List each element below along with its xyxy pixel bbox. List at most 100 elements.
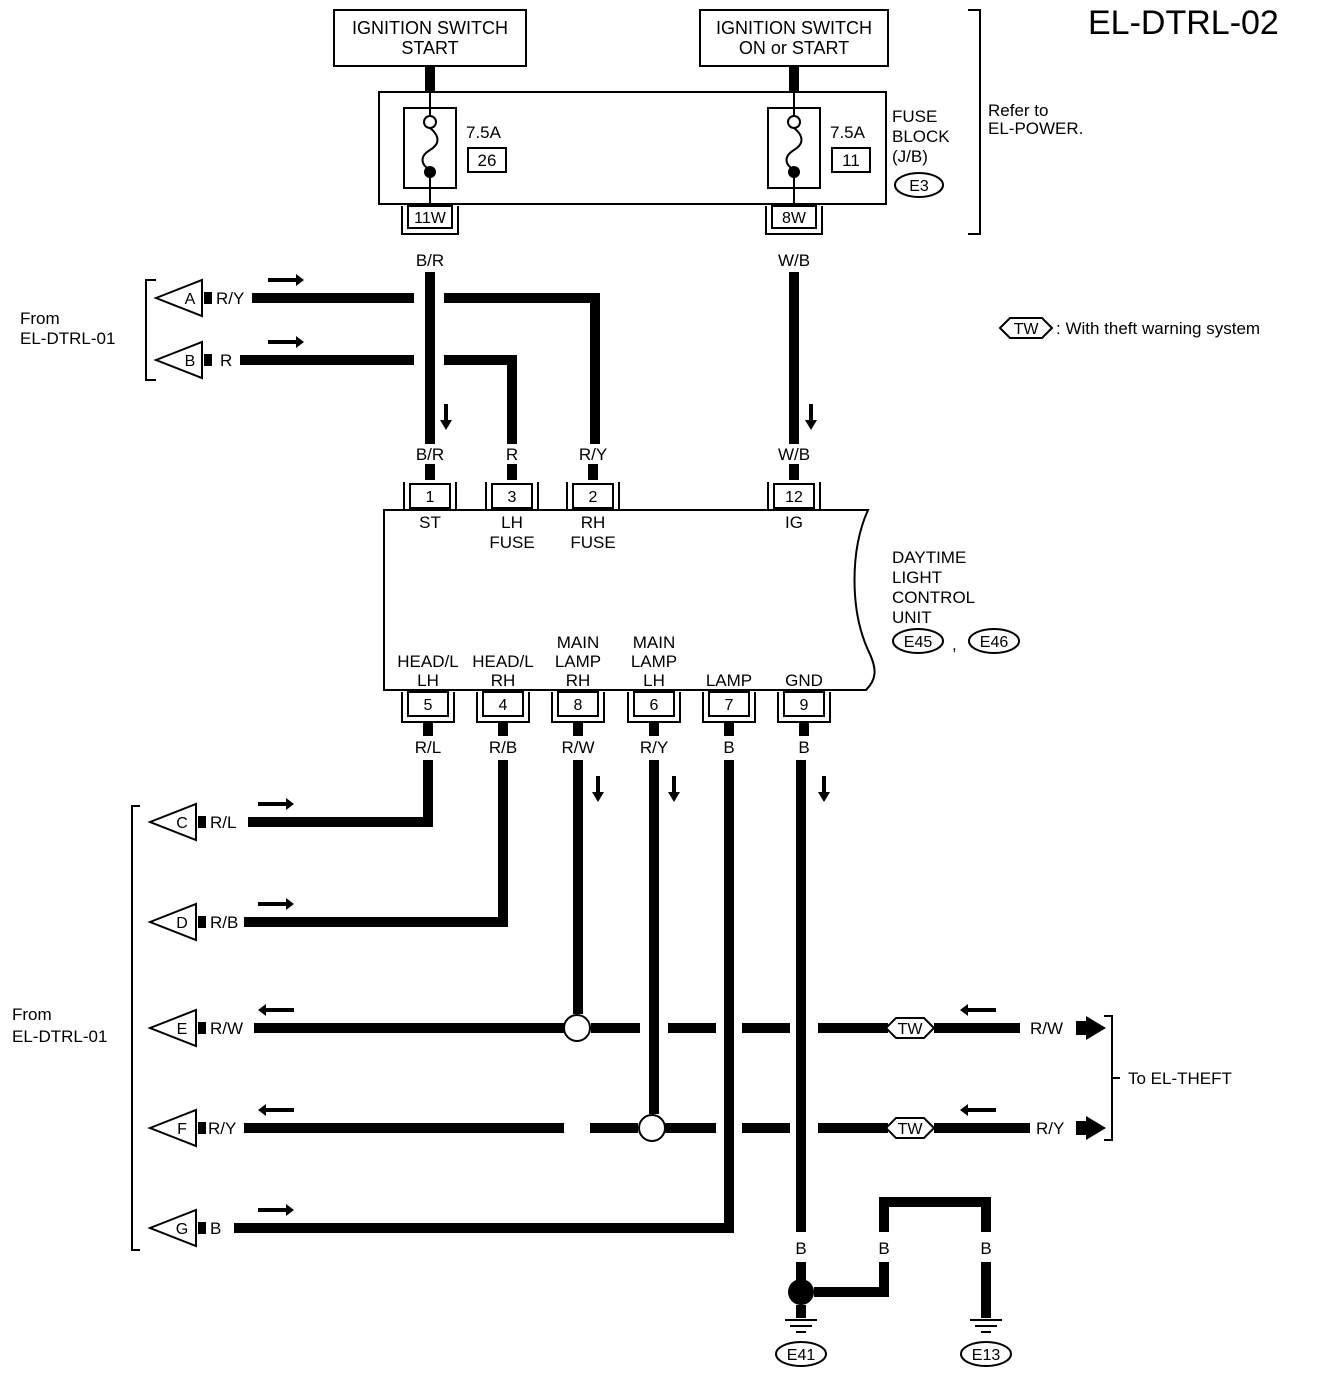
svg-text:MAIN: MAIN [557,633,600,652]
svg-text:FUSE: FUSE [489,533,534,552]
svg-text:FUSE: FUSE [892,107,937,126]
fuse-block-label: FUSE BLOCK (J/B) E3 [892,107,950,198]
connector-b: B R [153,336,304,380]
terminal-8w: 8W [765,205,823,235]
svg-text:R/Y: R/Y [1036,1119,1064,1138]
svg-text:R/W: R/W [1030,1019,1063,1038]
svg-text:8: 8 [574,697,583,714]
svg-text:E13: E13 [972,1347,1001,1364]
svg-text:EL-POWER.: EL-POWER. [988,119,1083,138]
daytime-light-control-unit [383,509,876,691]
connector-f: F R/Y [147,1104,294,1148]
svg-text:E45: E45 [904,634,933,651]
legend-tw: TW : With theft warning system [998,317,1260,339]
terminal-11w: 11W [401,205,459,235]
terminal-5-headl-lh: 5 [401,691,455,723]
connector-a: A R/Y [153,274,304,318]
svg-text:Refer to: Refer to [988,101,1048,120]
tw-badge-e: TW [884,1017,936,1039]
svg-text:R/Y: R/Y [216,289,244,308]
svg-text:B/R: B/R [416,251,444,270]
svg-text:R/L: R/L [415,738,441,757]
svg-text:From: From [20,309,60,328]
fuse-11: 7.5A 11 [767,92,871,204]
svg-text:LH: LH [643,671,665,690]
svg-text:8W: 8W [782,210,807,227]
svg-text:,: , [952,635,957,654]
svg-text:D: D [176,915,188,932]
terminal-8-main-lamp-rh: 8 [551,691,605,723]
svg-text:RH: RH [566,671,591,690]
svg-text:E46: E46 [980,634,1009,651]
svg-text:A: A [185,291,196,308]
svg-text:G: G [176,1221,188,1238]
svg-text:HEAD/L: HEAD/L [397,652,458,671]
connector-c: C R/L [147,798,294,842]
svg-text:R/Y: R/Y [640,738,668,757]
terminal-9-gnd: 9 [777,691,831,723]
svg-text:2: 2 [589,489,598,506]
svg-text:LIGHT: LIGHT [892,568,942,587]
svg-text:B: B [980,1239,991,1258]
svg-text:LH: LH [417,671,439,690]
svg-text:EL-DTRL-01: EL-DTRL-01 [20,329,115,348]
svg-text:DAYTIME: DAYTIME [892,548,966,567]
ground-splice [788,1279,814,1305]
splice-f [638,1114,666,1142]
svg-text:TW: TW [1014,321,1040,338]
svg-text:LH: LH [501,513,523,532]
svg-text:LAMP: LAMP [706,671,752,690]
connector-d: D R/B [147,898,294,942]
tw-badge-f: TW [884,1117,936,1139]
terminal-2-rh-fuse: 2 RH FUSE [566,482,620,552]
svg-text:IG: IG [785,513,803,532]
connector-e: E R/W [147,1004,294,1048]
svg-text:GND: GND [785,671,823,690]
svg-text:TW: TW [898,1021,924,1038]
svg-text:B: B [798,738,809,757]
svg-text:E: E [177,1021,188,1038]
svg-text:(J/B): (J/B) [892,147,928,166]
from-bracket-bottom: From EL-DTRL-01 [12,805,140,1251]
svg-text:7: 7 [725,697,734,714]
svg-text:UNIT: UNIT [892,608,932,627]
terminal-4-headl-rh: 4 [476,691,530,723]
fuse-26: 7.5A 26 [403,92,507,204]
svg-text:R/B: R/B [210,913,238,932]
from-bracket-top: From EL-DTRL-01 [20,279,156,381]
svg-text:12: 12 [785,489,803,506]
svg-text:26: 26 [478,151,497,170]
svg-text:B: B [723,738,734,757]
svg-text:1: 1 [426,489,435,506]
ignition-switch-on-start: IGNITION SWITCH ON or START [699,9,889,67]
svg-text:ST: ST [419,513,441,532]
svg-text:LAMP: LAMP [555,652,601,671]
svg-text:C: C [176,815,188,832]
svg-text:R/Y: R/Y [579,445,607,464]
to-theft-bracket: To EL-THEFT [1104,1015,1232,1141]
svg-text:TW: TW [898,1121,924,1138]
svg-text:R/Y: R/Y [208,1119,236,1138]
connector-g: G B [147,1204,294,1248]
ground-e41: E41 [775,1319,827,1367]
fuse-block: 7.5A 26 7.5A 11 [378,91,887,205]
svg-text:4: 4 [499,697,508,714]
svg-text:W/B: W/B [778,251,810,270]
svg-text:B: B [185,353,196,370]
ground-e13: E13 [960,1319,1012,1367]
terminal-3-lh-fuse: 3 LH FUSE [485,482,539,552]
svg-text:FUSE: FUSE [570,533,615,552]
svg-text:From: From [12,1005,52,1024]
svg-text:3: 3 [508,489,517,506]
svg-text:11W: 11W [414,210,447,227]
svg-text:7.5A: 7.5A [830,123,866,142]
terminal-12-ig: 12 IG [767,482,821,532]
svg-text:R/W: R/W [561,738,594,757]
diagram-title: EL-DTRL-02 [1088,4,1279,42]
svg-text:5: 5 [424,697,433,714]
svg-text:9: 9 [800,697,809,714]
svg-text:F: F [177,1121,187,1138]
svg-text:CONTROL: CONTROL [892,588,975,607]
svg-text:IGNITION SWITCH: IGNITION SWITCH [352,18,508,38]
svg-text:R/L: R/L [210,813,236,832]
